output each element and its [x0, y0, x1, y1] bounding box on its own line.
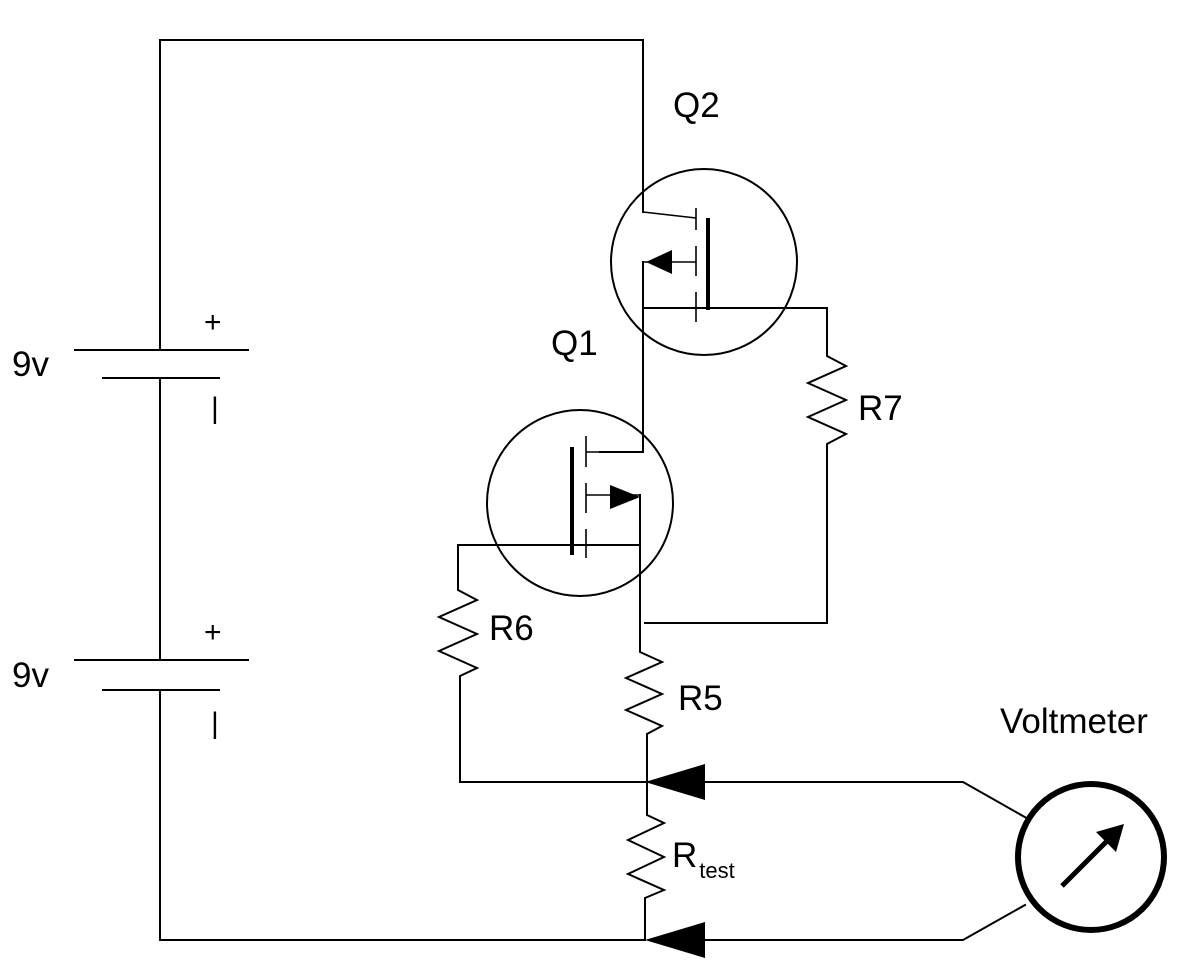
- wires: [159, 39, 1032, 941]
- resistor-r7: [805, 345, 849, 455]
- battery-top-label: 9v: [12, 345, 49, 384]
- probe-lower-arrow-icon: [645, 922, 705, 958]
- battery-top: [74, 349, 249, 379]
- r6-label: R6: [489, 609, 534, 648]
- resistor-r6: [436, 578, 480, 686]
- r7-label: R7: [858, 389, 903, 428]
- battery-bottom-plus: +: [204, 616, 222, 649]
- q1-arrow-icon: [610, 485, 640, 509]
- rtest-label-sub: test: [699, 858, 734, 883]
- transistor-q2: [610, 168, 798, 356]
- battery-bottom: [74, 659, 249, 691]
- q2-label: Q2: [673, 86, 720, 125]
- q2-arrow-icon: [646, 250, 672, 274]
- voltmeter-needle-icon: [1060, 824, 1124, 888]
- rtest-label: Rtest: [672, 836, 735, 883]
- battery-top-plus: +: [204, 306, 222, 339]
- voltmeter-label: Voltmeter: [1000, 702, 1148, 741]
- voltmeter: [1015, 781, 1167, 933]
- q1-label: Q1: [551, 324, 598, 363]
- transistor-q1: [486, 409, 674, 597]
- resistor-r5: [623, 648, 665, 740]
- battery-bottom-label: 9v: [12, 656, 49, 695]
- r5-label: R5: [678, 679, 723, 718]
- battery-bottom-minus: |: [211, 707, 219, 740]
- rtest-label-main: R: [672, 836, 697, 875]
- resistor-rtest: [625, 808, 667, 905]
- battery-top-minus: |: [211, 392, 219, 425]
- probe-upper-arrow-icon: [645, 764, 705, 800]
